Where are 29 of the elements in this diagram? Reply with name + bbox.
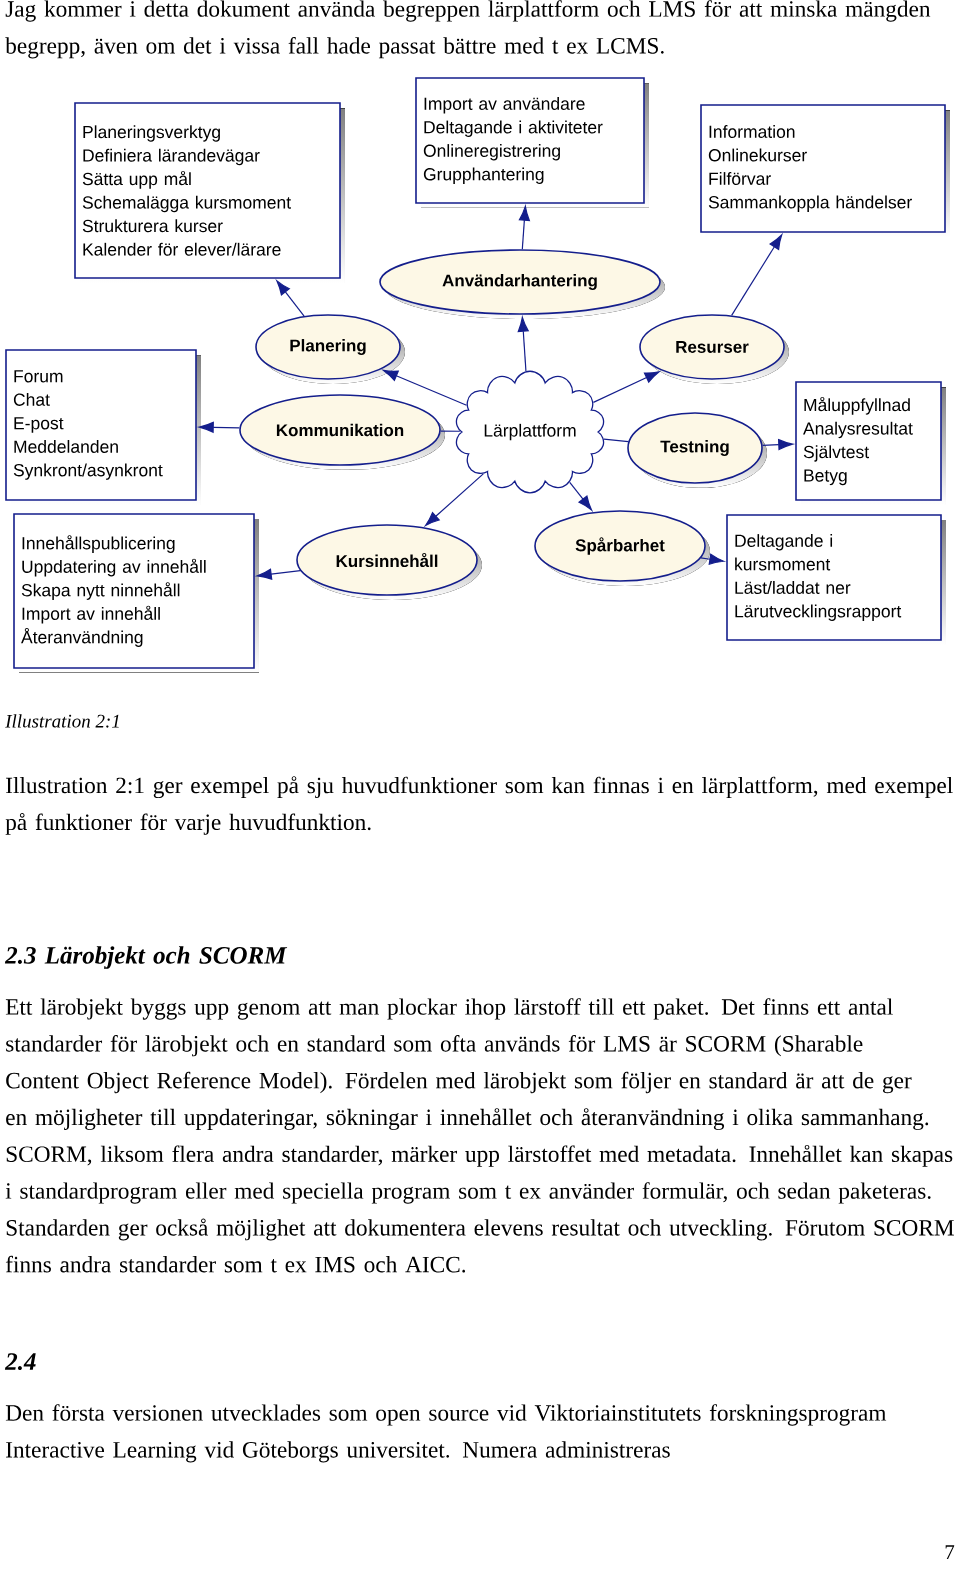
- arrow: [424, 473, 484, 527]
- arrow: [256, 568, 301, 580]
- list-box: Deltagande i kursmoment Läst/laddat ner Lärutvecklingsrapport: [726, 514, 946, 645]
- list-box: Planeringsverktyg Definiera lärandevägar Sätta upp mål Schemalägga kursmoment Strukturera kurser Kalender för elever/lärare: [74, 102, 345, 283]
- arrow: [518, 205, 530, 250]
- connector-line: [603, 438, 629, 443]
- section-heading: 2.4: [4, 1353, 36, 1371]
- paragraph: Illustration 2:1 ger exempel på sju huvudfunktioner som kan finnas i en lärplattform, med exempel på funktioner för varje huvudfunktion.: [5, 776, 953, 835]
- arrow: [276, 280, 305, 317]
- figure-caption: Illustration 2:1: [5, 714, 119, 728]
- arrow: [762, 439, 794, 451]
- arrow: [700, 553, 725, 565]
- paragraph: Jag kommer i detta dokument använda begreppen lärplattform och LMS för att minska mängden begrepp, även om det i vissa fall hade passat bättre med t ex LCMS.: [5, 0, 931, 59]
- section-heading: 2.3 Lärobjekt och SCORM: [4, 946, 288, 969]
- list-box: Måluppfyllnad Analysresultat Självtest Betyg: [795, 381, 946, 505]
- list-box: Information Onlinekurser Filförvar Sammankoppla händelser: [700, 104, 950, 237]
- arrow: [592, 371, 660, 403]
- paragraph: Den första versionen utvecklades som open source vid Viktoriainstitutets forskningsprogram Interactive Learning vid Göteborgs universitet. Numera administreras: [5, 1404, 887, 1463]
- paragraph: Ett lärobjekt byggs upp genom att man plockar ihop lärstoff till ett paket. Det finns ett antal standarder för lärobjekt och en standard som ofta används för LMS är SCORM (Sharable Content Object Reference Model). Fördelen med lärobjekt som följer en standard är att de ger en möjligheter till uppdateringar, sökningar i innehållet och återanvändning i olika sammanhang. SCORM, liksom flera andra standarder, märker upp lärstoffet med metadata. Innehållet kan skapas i standardprogram eller med speciella program som t ex använder formulär, och sedan paketeras. Standarden ger också möjlighet att dokumentera elevens resultat och utveckling. Förutom SCORM finns andra standarder som t ex IMS och AICC.: [5, 998, 954, 1273]
- arrow: [569, 481, 593, 511]
- arrow: [198, 421, 240, 433]
- list-box: Import av användare Deltagande i aktiviteter Onlineregistrering Grupphantering: [415, 77, 649, 208]
- arrow: [517, 316, 529, 372]
- arrow: [383, 369, 468, 406]
- list-box: Innehållspublicering Uppdatering av innehåll Skapa nytt ninnehåll Import av innehåll Återanvändning: [13, 513, 259, 673]
- page-number: 7: [945, 1545, 955, 1559]
- list-box: Forum Chat E-post Meddelanden Synkront/asynkront: [5, 349, 201, 505]
- connector-line: [440, 430, 461, 432]
- arrow: [731, 234, 783, 317]
